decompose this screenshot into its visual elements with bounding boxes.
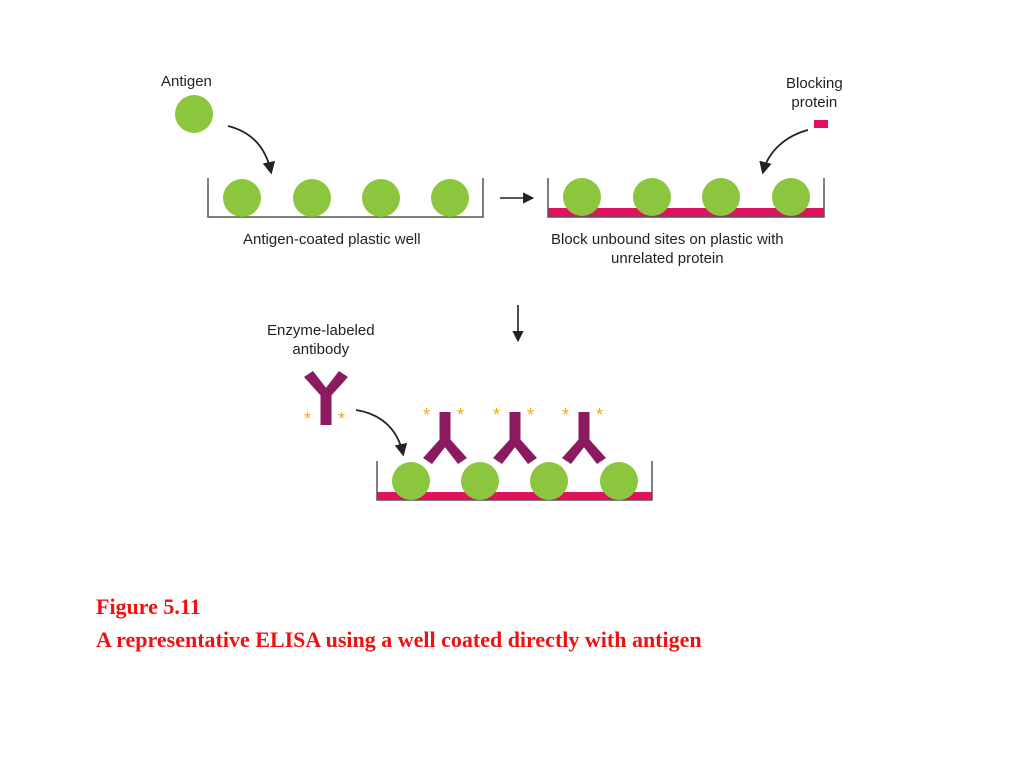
coated-antigen	[633, 178, 671, 216]
coated-antigen	[392, 462, 430, 500]
enzyme-asterisk-icon: *	[562, 405, 570, 425]
coated-antigen	[702, 178, 740, 216]
blocking-arrow	[759, 129, 809, 175]
block-unbound-label: Block unbound sites on plastic with unre…	[551, 231, 784, 267]
coated-antigen	[461, 462, 499, 500]
blocking-protein-label: Blocking protein	[786, 75, 843, 111]
coated-antigen	[223, 179, 261, 217]
enzyme-asterisk-icon: *	[527, 405, 535, 425]
enzyme-asterisk-icon: *	[304, 409, 312, 429]
coated-antigen	[772, 178, 810, 216]
enzyme-asterisk-icon: *	[423, 405, 431, 425]
coated-antigen	[600, 462, 638, 500]
free-antigen	[175, 95, 213, 133]
detection-well	[376, 412, 653, 501]
antigen-arrow	[227, 125, 276, 175]
enzyme-labeled-antibody-label: Enzyme-labeled antibody	[267, 322, 375, 358]
antigen-coated-well-label: Antigen-coated plastic well	[243, 231, 421, 248]
enzyme-asterisk-icon: *	[457, 405, 465, 425]
coated-antigen	[362, 179, 400, 217]
antigen-label: Antigen	[161, 73, 212, 90]
blocking-protein-icon	[814, 120, 828, 128]
figure-title: A representative ELISA using a well coat…	[96, 627, 702, 652]
figure-number: Figure 5.11	[96, 594, 201, 619]
blocked-well	[547, 178, 825, 218]
coated-antigen	[530, 462, 568, 500]
antigen-coated-well	[207, 178, 484, 218]
coated-antigen	[431, 179, 469, 217]
antibody-arrow	[355, 409, 408, 457]
coated-antigen	[293, 179, 331, 217]
enzyme-asterisk-icon: *	[493, 405, 501, 425]
coated-antigen	[563, 178, 601, 216]
figure-caption: Figure 5.11 A representative ELISA using…	[96, 590, 702, 656]
blocking-layer	[377, 492, 652, 500]
enzyme-asterisk-icon: *	[338, 409, 346, 429]
enzyme-asterisk-icon: *	[596, 405, 604, 425]
blocking-layer	[548, 208, 824, 217]
